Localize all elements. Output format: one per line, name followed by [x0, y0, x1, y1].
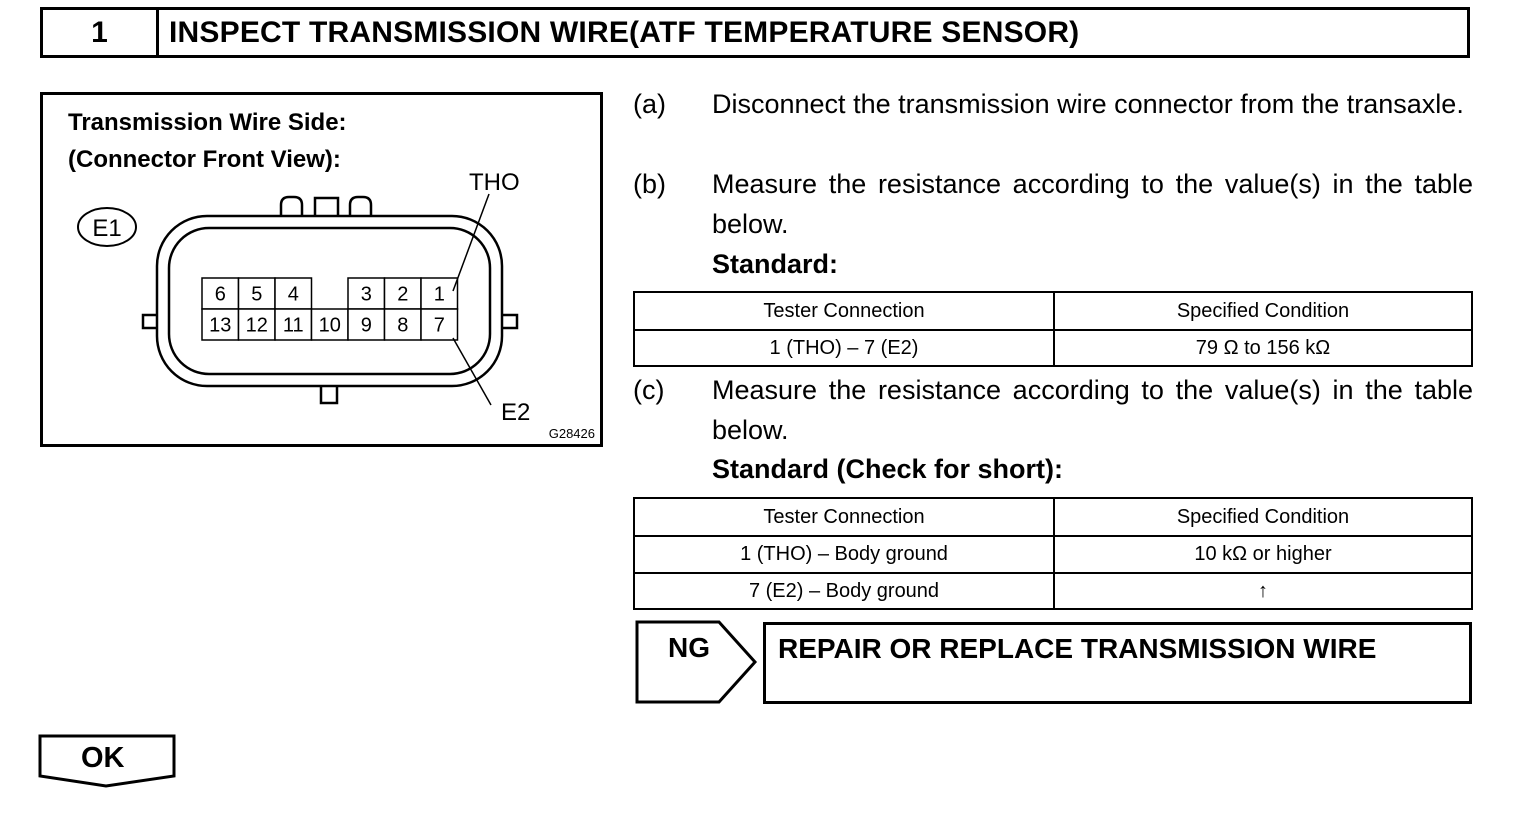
table-header-cell: Tester Connection	[633, 497, 1055, 537]
figure-caption-line1: Transmission Wire Side:	[68, 109, 347, 136]
table-cell: 10 kΩ or higher	[1053, 535, 1473, 574]
pin-cell	[420, 308, 459, 341]
pin-label: 8	[397, 315, 408, 337]
step-header: 1 INSPECT TRANSMISSION WIRE(ATF TEMPERAT…	[40, 7, 1470, 58]
pin-label: 3	[361, 284, 372, 306]
pin-cell	[383, 277, 422, 310]
step-b: (b) Measure the resistance according to …	[633, 164, 1473, 244]
pin-cell	[310, 308, 349, 341]
step-a-label: (a)	[633, 89, 666, 119]
step-b-text: Measure the resistance according to the …	[712, 169, 1473, 239]
step-c-text: Measure the resistance according to the …	[712, 375, 1473, 445]
connector-housing-outer	[155, 214, 504, 388]
pin-label: 1	[434, 284, 445, 306]
pin-label: 6	[215, 284, 226, 306]
standard-table-2: Tester Connection Specified Condition 1 …	[633, 497, 1473, 610]
pin-cell	[274, 277, 313, 310]
step-b-label: (b)	[633, 169, 666, 199]
table-header-cell: Specified Condition	[1053, 497, 1473, 537]
table-row: 7 (E2) – Body ground ↑	[633, 572, 1473, 610]
table-cell: 1 (THO) – 7 (E2)	[633, 329, 1055, 367]
ng-action-text: REPAIR OR REPLACE TRANSMISSION WIRE	[778, 633, 1377, 664]
table-header-row: Tester Connection Specified Condition	[633, 497, 1473, 537]
callout-tho-label: THO	[469, 169, 520, 196]
connector-figure: Transmission Wire Side: (Connector Front…	[40, 92, 603, 447]
step-title: INSPECT TRANSMISSION WIRE(ATF TEMPERATUR…	[169, 15, 1080, 49]
step-number: 1	[43, 10, 159, 55]
figure-code: G28426	[549, 426, 595, 441]
table-row: 1 (THO) – Body ground 10 kΩ or higher	[633, 535, 1473, 574]
pin-label: 7	[434, 315, 445, 337]
connector-id-oval	[77, 207, 137, 247]
pin-cell	[237, 277, 276, 310]
callout-e2-label: E2	[501, 399, 530, 426]
pin-label: 4	[288, 284, 299, 306]
ok-label: OK	[81, 742, 125, 774]
pin-label: 12	[246, 315, 268, 337]
pin-label: 10	[319, 315, 341, 337]
table-cell: 1 (THO) – Body ground	[633, 535, 1055, 574]
pin-grid: 6 5 4 3 2 1 13 12 11 10 9 8 7	[201, 277, 459, 341]
latch-left	[279, 195, 304, 219]
ng-label: NG	[668, 632, 710, 663]
step-a: (a) Disconnect the transmission wire con…	[633, 84, 1473, 164]
latch-center	[313, 196, 340, 219]
pin-cell	[237, 308, 276, 341]
table-cell: 7 (E2) – Body ground	[633, 572, 1055, 610]
ng-action-box: REPAIR OR REPLACE TRANSMISSION WIRE	[763, 622, 1472, 704]
ng-arrow-shape	[635, 620, 758, 704]
standard-heading-1: Standard:	[712, 249, 839, 279]
table-header-cell: Specified Condition	[1053, 291, 1473, 331]
step-c: (c) Measure the resistance according to …	[633, 370, 1473, 450]
pin-label: 9	[361, 315, 372, 337]
table-row: 1 (THO) – 7 (E2) 79 Ω to 156 kΩ	[633, 329, 1473, 367]
table-cell: ↑	[1053, 572, 1473, 610]
step-a-text: Disconnect the transmission wire connect…	[712, 89, 1464, 119]
standard-table-1: Tester Connection Specified Condition 1 …	[633, 291, 1473, 367]
callout-line-tho	[452, 193, 490, 292]
table-header-row: Tester Connection Specified Condition	[633, 291, 1473, 331]
pin-label: 2	[397, 284, 408, 306]
pin-label: 11	[283, 315, 304, 337]
step-c-label: (c)	[633, 375, 665, 405]
latch-right	[348, 195, 373, 219]
pin-label: 13	[209, 315, 231, 337]
connector-housing-inner	[167, 226, 492, 376]
connector-id-label: E1	[92, 215, 121, 242]
callout-line-e2	[452, 337, 492, 406]
ok-arrow-shape	[38, 734, 176, 788]
pin-label: 5	[251, 284, 262, 306]
figure-caption-line2: (Connector Front View):	[68, 146, 341, 173]
table-cell: 79 Ω to 156 kΩ	[1053, 329, 1473, 367]
standard-heading-2: Standard (Check for short):	[712, 454, 1064, 484]
pin-cell	[201, 277, 240, 310]
table-header-cell: Tester Connection	[633, 291, 1055, 331]
pin-cell	[274, 308, 313, 341]
connector-diagram: E1 6 5 4 3 2 1 13 12 11 10 9 8 7 THO E2 G28426	[77, 169, 595, 441]
